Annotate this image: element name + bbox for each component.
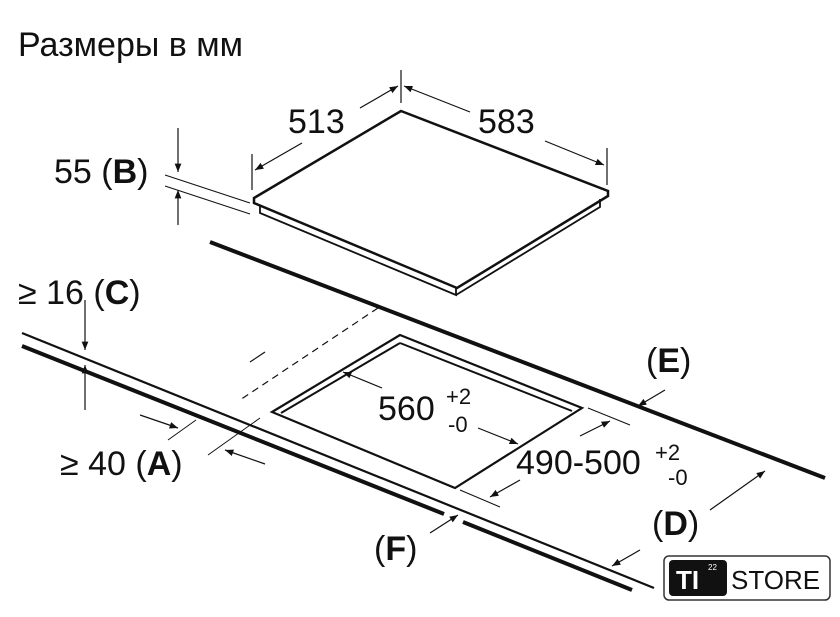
cutout-width-tol-minus: -0 [448,412,468,437]
back-edge-label: (E) [646,342,691,380]
title: Размеры в мм [18,26,243,64]
svg-text:TI: TI [676,565,699,595]
depth-label: (D) [652,505,699,543]
hob-drawing [164,70,610,297]
cutout-width-label: 560 [378,390,435,428]
hob-width-label: 583 [478,103,535,141]
cutout-depth-tol-minus: -0 [668,465,688,490]
svg-text:22: 22 [708,563,717,572]
front-edge-label: (F) [374,530,417,568]
store-logo: TI 22 STORE [663,555,831,601]
hob-height-label: 55 (B) [54,153,149,191]
svg-text:STORE: STORE [731,565,820,595]
front-gap-label: ≥ 40 (A) [60,445,183,483]
thickness-label: ≥ 16 (C) [18,274,141,312]
cutout-depth-tol-plus: +2 [655,440,680,465]
countertop-drawing [21,240,826,592]
cutout-width-tol-plus: +2 [446,384,471,409]
hob-depth-label: 513 [288,103,345,141]
cutout-depth-label: 490-500 [516,444,641,482]
